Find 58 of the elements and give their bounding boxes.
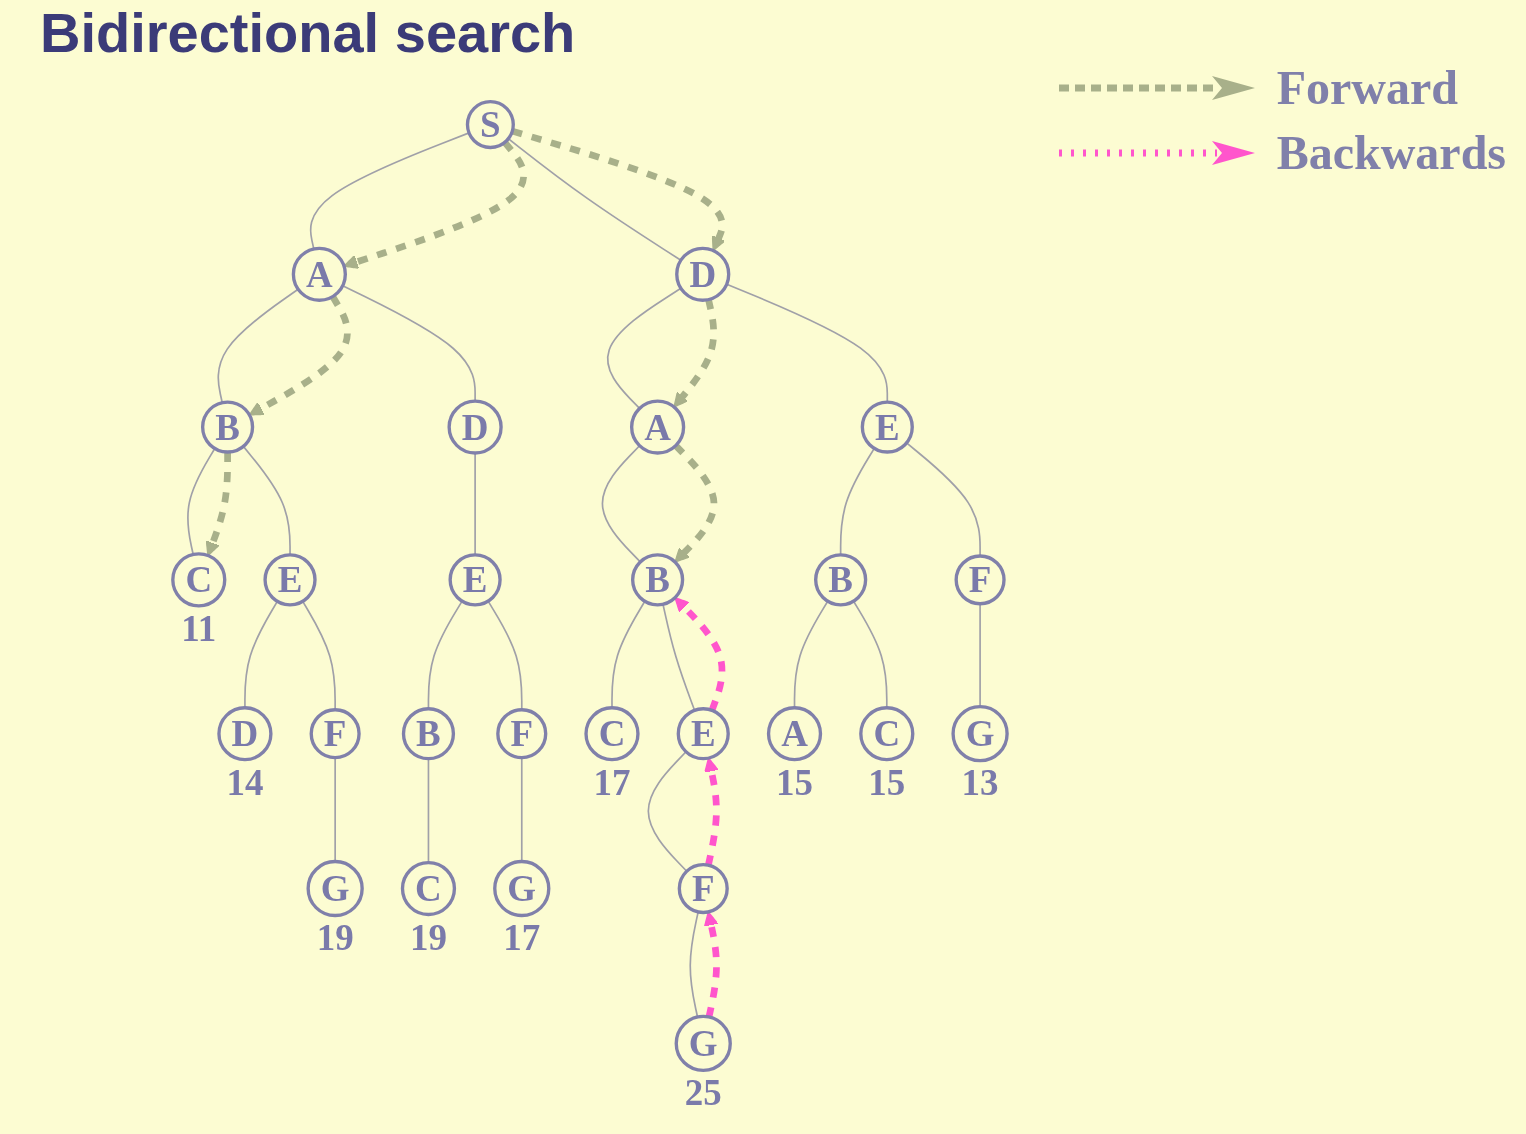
cost-label: 19 xyxy=(316,916,354,958)
cost-label: 17 xyxy=(593,762,631,804)
legend-label: Backwards xyxy=(1276,125,1506,180)
cost-label: 15 xyxy=(776,762,814,804)
node-circle: E xyxy=(263,553,317,607)
connector xyxy=(647,750,688,873)
node-circle: A xyxy=(766,706,823,762)
node-circle: F xyxy=(677,862,729,915)
cost-label: 14 xyxy=(226,762,264,804)
connector xyxy=(689,911,700,1018)
arrow xyxy=(673,298,718,408)
node-circle: G xyxy=(674,1014,732,1073)
connector xyxy=(905,442,981,557)
arrow xyxy=(674,597,726,712)
cost-label: 15 xyxy=(868,762,906,804)
arrow xyxy=(704,757,720,866)
connector xyxy=(217,288,299,404)
arrow xyxy=(248,294,351,416)
connector xyxy=(507,137,682,262)
connector xyxy=(474,452,476,556)
connector xyxy=(242,445,291,556)
arrow xyxy=(343,140,528,269)
node-circle: S xyxy=(465,99,515,150)
connector xyxy=(601,444,642,563)
node-circle: G xyxy=(493,859,551,918)
node-circle: D xyxy=(447,399,503,455)
node-circle: B xyxy=(631,553,685,607)
node-circle: C xyxy=(400,860,457,917)
cost-label: 11 xyxy=(181,608,217,650)
node-circle: B xyxy=(401,707,456,761)
cost-label: 19 xyxy=(410,916,447,958)
node-circle: E xyxy=(448,553,502,607)
node-circle: B xyxy=(814,553,868,607)
connector xyxy=(662,603,696,712)
node-circle: D xyxy=(217,706,273,762)
arrow xyxy=(704,911,720,1018)
node-circle: G xyxy=(306,859,364,918)
cost-label: 17 xyxy=(503,916,541,958)
title: Bidirectional search xyxy=(40,0,576,65)
legend-label: Forward xyxy=(1276,60,1458,115)
node-circle: F xyxy=(309,708,361,760)
cost-label: 25 xyxy=(684,1071,722,1113)
node-circle: B xyxy=(201,400,255,454)
node-circle: D xyxy=(675,246,731,302)
node-circle: A xyxy=(291,246,348,302)
node-circle: F xyxy=(954,554,1006,606)
node-circle: C xyxy=(171,552,227,608)
node-circle: G xyxy=(951,705,1009,763)
arrow xyxy=(673,443,718,563)
node-circle: E xyxy=(676,707,730,761)
arrow xyxy=(205,452,231,557)
node-circle: C xyxy=(859,706,915,762)
node-circle: C xyxy=(584,706,640,762)
cost-label: 13 xyxy=(961,762,999,804)
node-circle: F xyxy=(496,708,548,760)
node-circle: E xyxy=(860,400,914,454)
node-circle: A xyxy=(630,399,686,455)
connector xyxy=(839,447,876,556)
